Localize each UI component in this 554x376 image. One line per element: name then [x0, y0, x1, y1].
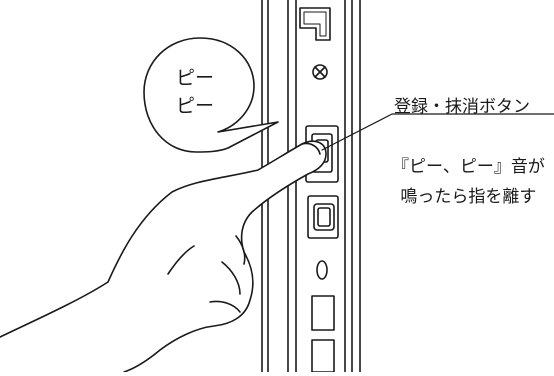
speech-bubble-text: ピー ピー: [176, 64, 214, 120]
release-instruction-line-1: 『ピー、ピー』音が: [392, 157, 545, 177]
beep-line-2: ピー: [176, 95, 215, 117]
hand-icon: [0, 140, 327, 373]
release-instruction: 『ピー、ピー』音が 鳴ったら指を離す: [392, 152, 545, 212]
latch-plate: [299, 7, 331, 41]
release-instruction-line-2: 鳴ったら指を離す: [400, 187, 537, 207]
slot-lower: [311, 339, 335, 373]
secondary-button: [307, 195, 339, 239]
slot-upper: [311, 295, 335, 331]
speech-bubble: [143, 37, 279, 153]
keyhole-icon: [316, 260, 328, 280]
register-erase-button-label: 登録・抹消ボタン: [394, 97, 530, 117]
beep-line-1: ピー: [176, 67, 215, 89]
callout-leader-line: [321, 113, 554, 151]
screw-icon: [312, 64, 328, 80]
